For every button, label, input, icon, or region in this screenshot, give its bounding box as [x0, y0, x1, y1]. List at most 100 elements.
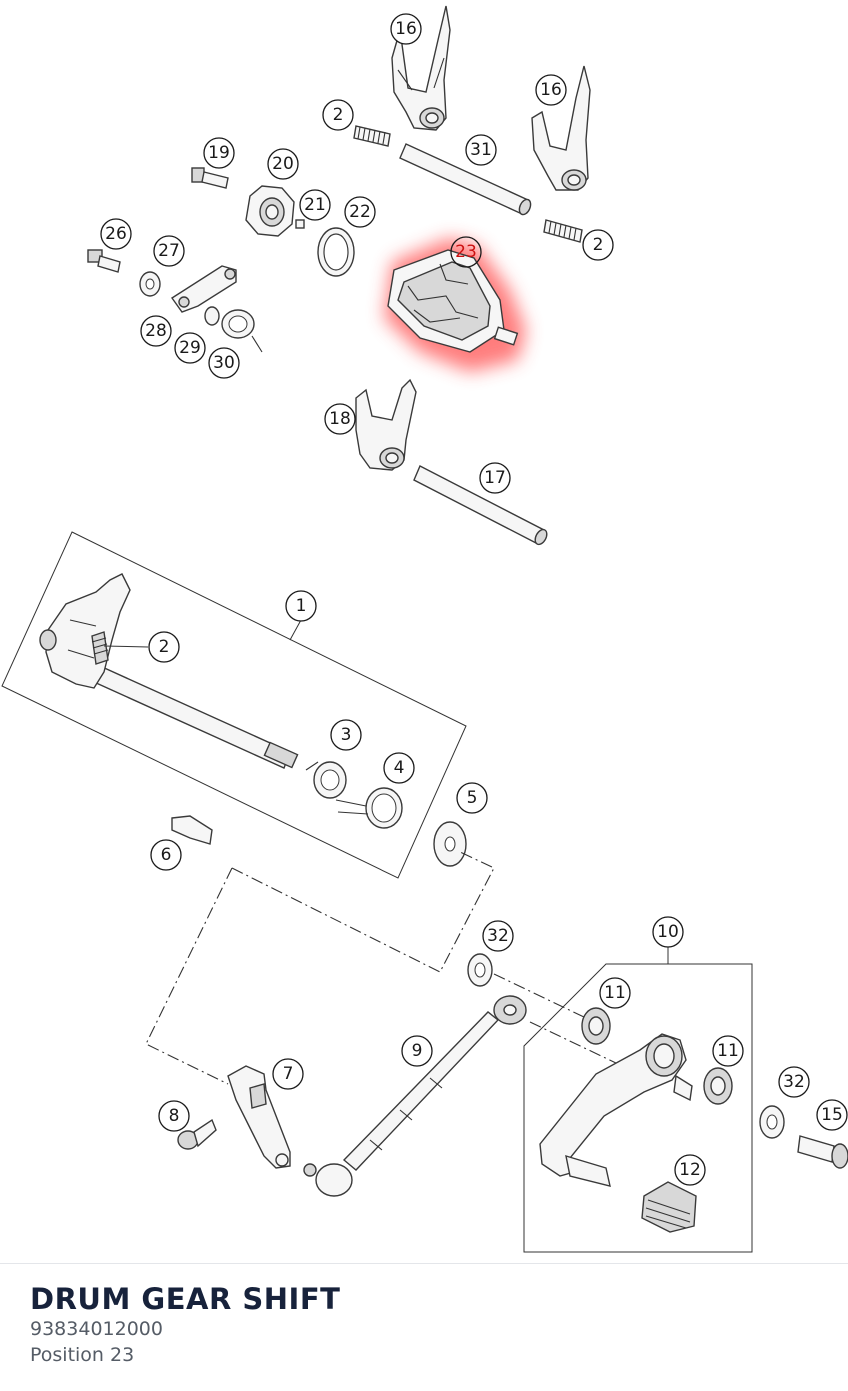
callout-circle — [456, 782, 488, 814]
washer-part-32-right[interactable] — [759, 1105, 785, 1139]
callout-c22[interactable]: 22 — [344, 196, 376, 228]
bolt-part-19[interactable] — [191, 167, 229, 189]
callout-c11a[interactable]: 11 — [599, 977, 631, 1009]
callout-circle — [267, 148, 299, 180]
shift-fork-part-18[interactable] — [355, 378, 417, 471]
assembly-box-part-1 — [1, 531, 467, 879]
callout-circle — [652, 916, 684, 948]
callout-circle — [390, 13, 422, 45]
callout-c9[interactable]: 9 — [401, 1035, 433, 1067]
spring-part-2-box[interactable] — [91, 631, 109, 665]
callout-circle — [299, 189, 331, 221]
callout-c30[interactable]: 30 — [208, 347, 240, 379]
callout-c4[interactable]: 4 — [383, 752, 415, 784]
callout-number: 32 — [487, 926, 509, 946]
callout-c7[interactable]: 7 — [272, 1058, 304, 1090]
washer-part-32-middle[interactable] — [467, 953, 493, 987]
callout-number: 29 — [179, 338, 201, 358]
shift-shaft-part-1[interactable] — [39, 573, 299, 769]
callout-c29[interactable]: 29 — [174, 332, 206, 364]
callout-c32a[interactable]: 32 — [482, 920, 514, 952]
callout-circle — [150, 839, 182, 871]
callout-c32b[interactable]: 32 — [778, 1066, 810, 1098]
washer-part-5[interactable] — [433, 821, 467, 867]
callout-circle — [100, 218, 132, 250]
callout-c16a[interactable]: 16 — [390, 13, 422, 45]
callout-circle — [535, 74, 567, 106]
callout-circle — [158, 1100, 190, 1132]
callout-c12[interactable]: 12 — [674, 1154, 706, 1186]
callout-c19[interactable]: 19 — [203, 137, 235, 169]
callout-c2b[interactable]: 2 — [582, 229, 614, 261]
callout-number: 31 — [470, 140, 492, 160]
callout-c5[interactable]: 5 — [456, 782, 488, 814]
callout-c8[interactable]: 8 — [158, 1100, 190, 1132]
callout-c28[interactable]: 28 — [140, 315, 172, 347]
bolt-part-26[interactable] — [87, 249, 121, 273]
bearing-part-11-right[interactable] — [703, 1067, 733, 1105]
callout-circle — [174, 332, 206, 364]
callout-c31[interactable]: 31 — [465, 134, 497, 166]
callout-number: 11 — [717, 1041, 739, 1061]
callout-circle — [203, 137, 235, 169]
washer-part-29[interactable] — [204, 306, 220, 326]
bolt-part-15[interactable] — [797, 1135, 848, 1169]
callout-number: 16 — [540, 80, 562, 100]
callout-number: 17 — [484, 468, 506, 488]
rod-part-17[interactable] — [413, 465, 549, 546]
linkage-rod-part-9[interactable] — [303, 995, 527, 1197]
shift-lever-part-10[interactable] — [539, 1033, 693, 1187]
callout-c26[interactable]: 26 — [100, 218, 132, 250]
callout-c2a[interactable]: 2 — [322, 99, 354, 131]
star-wheel-part-20[interactable] — [245, 185, 295, 237]
callout-number: 30 — [213, 353, 235, 373]
diagram-canvas: 1616231192021222232627282930181712345632… — [1, 5, 848, 1253]
shift-drum-part-23[interactable] — [387, 249, 519, 353]
callout-c18[interactable]: 18 — [324, 403, 356, 435]
ring-part-3[interactable] — [305, 761, 347, 799]
callout-c23[interactable]: 23 — [450, 236, 482, 268]
part-position: Position 23 — [30, 1344, 135, 1366]
bearing-part-11-top[interactable] — [581, 1007, 611, 1045]
callout-circle — [344, 196, 376, 228]
lever-part-28[interactable] — [171, 265, 237, 313]
callout-c20[interactable]: 20 — [267, 148, 299, 180]
callout-c6[interactable]: 6 — [150, 839, 182, 871]
callout-number: 5 — [467, 788, 478, 808]
shift-lever-part-7[interactable] — [227, 1065, 291, 1169]
rubber-part-12[interactable] — [641, 1181, 697, 1233]
shift-fork-part-16-right[interactable] — [531, 65, 591, 191]
pin-part-21[interactable] — [295, 219, 305, 229]
ring-part-22[interactable] — [317, 227, 355, 277]
callout-c10[interactable]: 10 — [652, 916, 684, 948]
shift-fork-part-16-top[interactable] — [391, 5, 451, 131]
callout-number: 1 — [296, 596, 307, 616]
rod-part-31[interactable] — [399, 143, 533, 216]
spring-ring-part-4[interactable] — [335, 787, 403, 829]
callout-circle — [482, 920, 514, 952]
spring-part-2-right[interactable] — [543, 219, 583, 243]
callout-number: 22 — [349, 202, 371, 222]
callout-number: 12 — [679, 1160, 701, 1180]
callout-number: 3 — [341, 725, 352, 745]
bolt-part-6[interactable] — [171, 815, 213, 845]
spring-part-2-top[interactable] — [353, 125, 391, 147]
leader-lines — [103, 619, 669, 964]
callout-c16b[interactable]: 16 — [535, 74, 567, 106]
callout-c2c[interactable]: 2 — [148, 631, 180, 663]
callout-c3[interactable]: 3 — [330, 719, 362, 751]
washer-part-27[interactable] — [139, 271, 161, 297]
callout-c15[interactable]: 15 — [816, 1099, 848, 1131]
bolt-part-8[interactable] — [177, 1118, 217, 1150]
callout-c1[interactable]: 1 — [285, 590, 317, 622]
routing-line-mid — [493, 973, 587, 1019]
callout-number: 7 — [283, 1064, 294, 1084]
callout-c17[interactable]: 17 — [479, 462, 511, 494]
spring-part-30[interactable] — [221, 309, 263, 353]
callout-c11b[interactable]: 11 — [712, 1035, 744, 1067]
callout-number: 15 — [821, 1105, 843, 1125]
callout-c27[interactable]: 27 — [153, 235, 185, 267]
callout-c21[interactable]: 21 — [299, 189, 331, 221]
callout-circle — [599, 977, 631, 1009]
